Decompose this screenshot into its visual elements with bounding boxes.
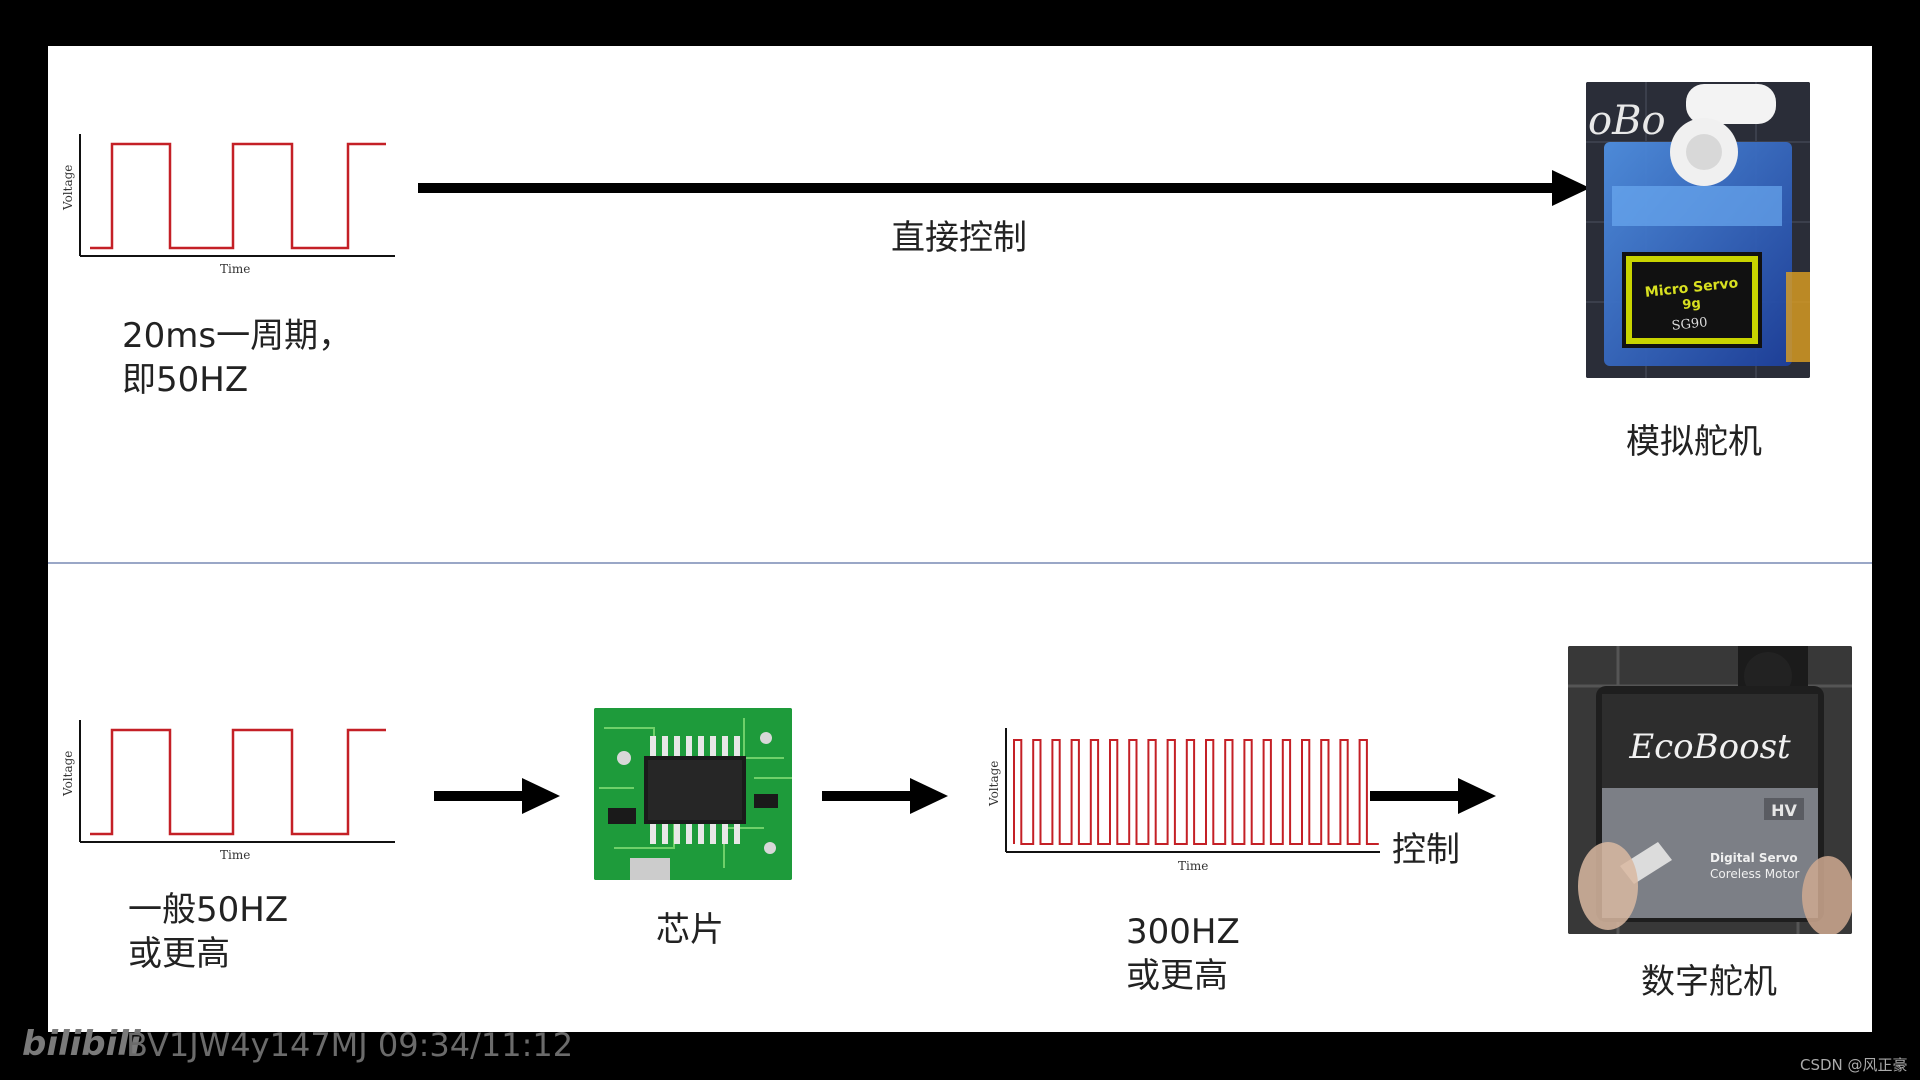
servo-weight-label: 9g (1682, 296, 1702, 313)
control-label: 控制 (1392, 830, 1460, 870)
arrow-to-fast-waveform (822, 778, 948, 814)
direct-control-arrow (418, 170, 1590, 206)
arrow-to-chip (434, 778, 560, 814)
fast-waveform: Voltage Time (987, 728, 1380, 872)
top-caption-line1: 20ms一周期， (122, 316, 353, 356)
section-divider (48, 562, 1872, 564)
x-axis-label: Time (1178, 859, 1208, 872)
chip-caption: 芯片 (656, 910, 724, 950)
analog-servo-caption: 模拟舵机 (1626, 422, 1762, 462)
video-watermark: BV1JW4y147MJ 09:34/11:12 (126, 1026, 574, 1064)
servo-brand: EcoBoost (1628, 727, 1791, 767)
digital-servo-image: EcoBoost HV Digital Servo Coreless Motor (1568, 646, 1852, 934)
servo-coreless-line: Coreless Motor (1710, 867, 1800, 881)
bottom-caption-line1: 一般50HZ (128, 890, 289, 930)
bilibili-logo: bilibili (22, 1024, 141, 1064)
x-axis-label: Time (220, 262, 250, 276)
top-caption-line2: 即50HZ (122, 360, 249, 400)
bottom-caption-line2: 或更高 (128, 934, 230, 974)
analog-servo-image: oBo Micro Servo 9g SG90 (1586, 82, 1810, 378)
y-axis-label: Voltage (61, 751, 75, 797)
servo-digital-line: Digital Servo (1710, 851, 1798, 865)
x-axis-label: Time (220, 848, 250, 862)
y-axis-label: Voltage (987, 761, 1001, 807)
servo-brand-partial: oBo (1588, 98, 1666, 144)
direct-control-label: 直接控制 (891, 218, 1027, 258)
servo-badge: HV (1771, 801, 1797, 820)
fast-caption-line1: 300HZ (1126, 912, 1240, 952)
slide: Voltage Time 20ms一周期， 即50HZ 直接控制 oBo (48, 46, 1872, 1032)
chip-image (594, 708, 792, 880)
slow-waveform-bottom: Voltage Time (61, 720, 395, 862)
csdn-watermark: CSDN @风正豪 (1800, 1056, 1908, 1074)
arrow-to-digital-servo (1370, 778, 1496, 814)
servo-sku-label: SG90 (1671, 315, 1708, 334)
slow-waveform-top: Voltage Time (61, 134, 395, 276)
fast-caption-line2: 或更高 (1126, 956, 1228, 996)
y-axis-label: Voltage (61, 165, 75, 211)
digital-servo-caption: 数字舵机 (1641, 962, 1777, 1002)
